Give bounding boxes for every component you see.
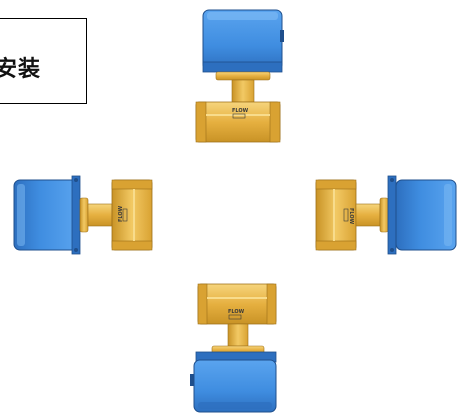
flow-stamp-bottom: FLOW (228, 309, 245, 315)
installation-label-box: 安装 (0, 18, 87, 104)
flow-stamp-left: FLOW (118, 205, 124, 222)
flow-stamp-right: FLOW (348, 208, 354, 225)
flow-stamp-top: FLOW (232, 108, 249, 114)
flow-switch-left: FLOW (13, 175, 153, 255)
flow-switch-right: FLOW (315, 175, 457, 255)
flow-switch-top: FLOW (195, 9, 284, 143)
installation-label: 安装 (0, 57, 42, 82)
flow-switch-bottom: FLOW (190, 283, 277, 413)
